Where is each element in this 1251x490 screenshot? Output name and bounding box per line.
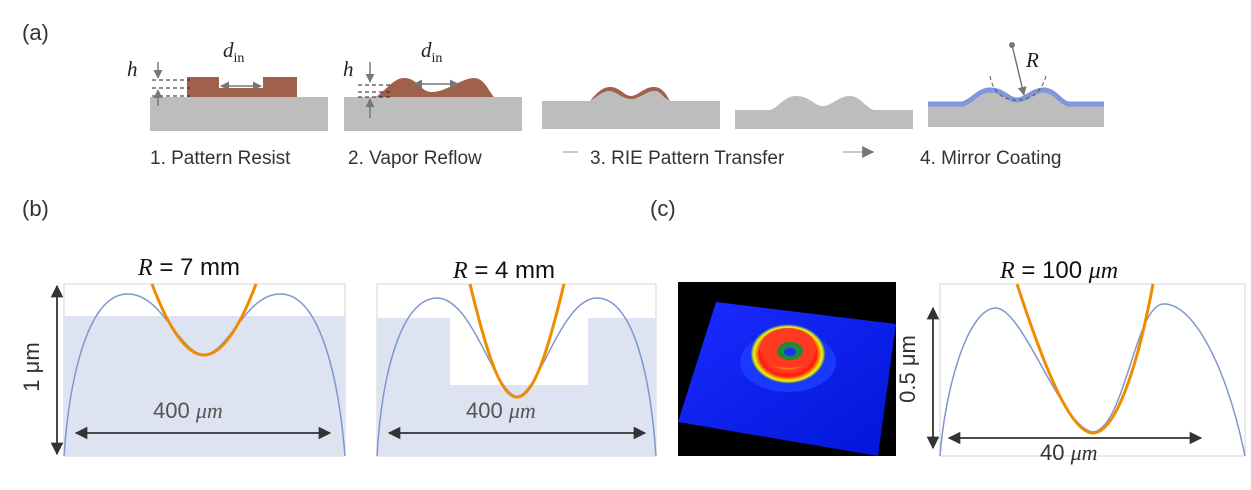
h-label-1: h xyxy=(127,57,138,81)
step3-etched-illustration xyxy=(735,96,913,129)
step-label-3: 3. RIE Pattern Transfer xyxy=(590,148,785,169)
step-label-2: 2. Vapor Reflow xyxy=(348,148,482,169)
width-label-2: 400 μm xyxy=(466,398,536,423)
d-label-1: din xyxy=(223,38,245,67)
spherical-fit xyxy=(468,283,566,399)
spherical-fit xyxy=(150,283,258,357)
3d-surface-profile-image xyxy=(678,282,896,456)
r-title-2: R = 4 mm xyxy=(453,257,556,284)
profiles-panel-b xyxy=(50,283,657,457)
curvature-circle xyxy=(989,75,1047,101)
panel-label-a: (a) xyxy=(22,20,49,45)
height-label-1: 1 μm xyxy=(19,342,44,392)
remaining-resist xyxy=(590,87,670,101)
dimple-bottom xyxy=(784,348,796,356)
profiles-panel-c xyxy=(926,283,1246,457)
mirror-coating xyxy=(928,87,1104,107)
substrate xyxy=(542,101,720,129)
height-label-3: 0.5 μm xyxy=(895,335,920,403)
panel-label-b: (b) xyxy=(22,196,49,221)
r-title-3: R = 100 μm xyxy=(1000,257,1119,284)
r-label-process: R xyxy=(1026,48,1039,72)
radius-arrow xyxy=(1011,44,1027,96)
profile-plot-2 xyxy=(376,283,657,457)
reflowed-resist xyxy=(376,78,494,97)
plot-frame xyxy=(939,283,1246,457)
r-title-1: R = 7 mm xyxy=(138,254,241,281)
width-label-1: 400 μm xyxy=(153,398,223,423)
h-label-2: h xyxy=(343,57,354,81)
step-label-4: 4. Mirror Coating xyxy=(920,148,1062,169)
etched-substrate xyxy=(735,96,913,129)
step3-rie-illustration xyxy=(542,87,720,129)
step4-illustration xyxy=(928,42,1104,127)
process-diagram xyxy=(150,42,1104,158)
substrate xyxy=(928,90,1104,127)
step2-illustration xyxy=(344,62,522,131)
shaded-region xyxy=(377,318,656,456)
panel-label-c: (c) xyxy=(650,196,676,221)
step-label-1: 1. Pattern Resist xyxy=(150,148,291,169)
resist-block-left xyxy=(187,77,219,97)
step1-illustration xyxy=(150,62,328,131)
shaded-region xyxy=(64,316,345,456)
resist-thin-layer xyxy=(219,88,263,97)
width-label-3: 40 μm xyxy=(1040,440,1098,465)
resist-block-right xyxy=(263,77,297,97)
d-label-2: din xyxy=(421,38,443,67)
substrate xyxy=(150,97,328,131)
profile-plot-1 xyxy=(50,283,346,457)
